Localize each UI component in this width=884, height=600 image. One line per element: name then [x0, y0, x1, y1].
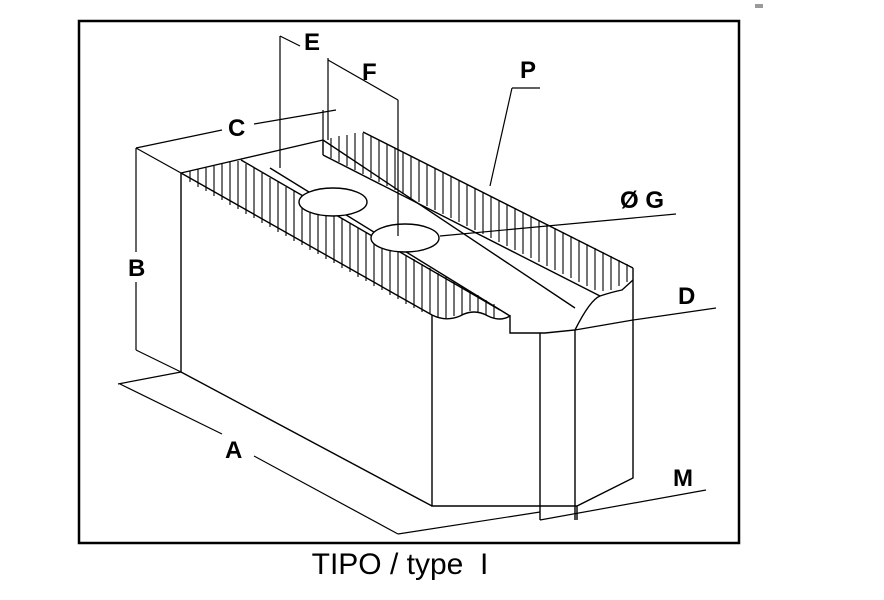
dimension-label-a: A — [225, 437, 242, 464]
jaw-block — [180, 131, 634, 520]
dimension-label-e: E — [304, 29, 320, 56]
dimension-label-p: P — [520, 57, 536, 84]
dimension-lines — [117, 35, 717, 535]
corner-speck — [755, 4, 763, 8]
diagram-caption: TIPO / type I — [311, 548, 489, 581]
diagram-border — [77, 19, 741, 545]
right-serrations — [330, 133, 628, 291]
mounting-holes — [298, 187, 440, 253]
dimension-label-m: M — [673, 465, 693, 492]
dimension-label-g: Ø G — [620, 187, 664, 214]
dimension-label-b: B — [128, 255, 145, 282]
dimension-label-f: F — [362, 59, 377, 86]
dimension-label-d: D — [678, 283, 695, 310]
left-serrations — [189, 161, 495, 318]
dimension-label-c: C — [228, 115, 245, 142]
